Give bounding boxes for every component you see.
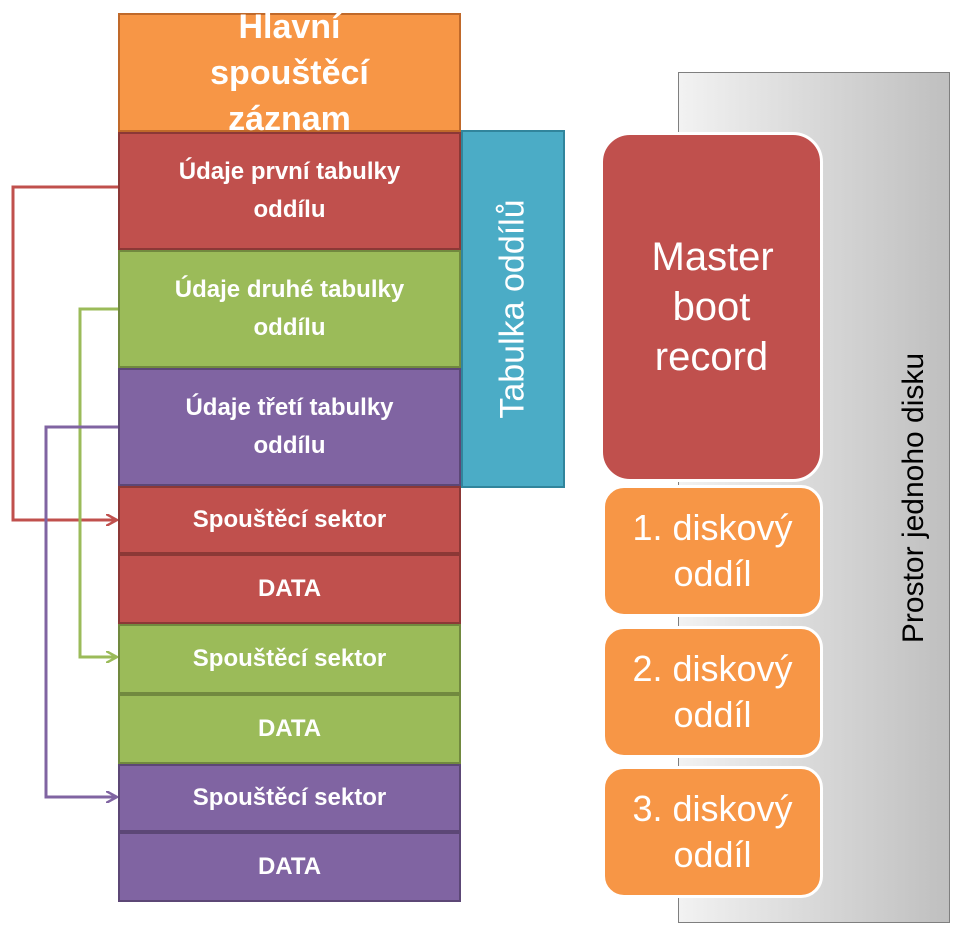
partition-1-text: 1. diskový oddíl [632,507,793,594]
data-block-1: DATA [118,554,461,624]
partition-entry-3: Údaje třetí tabulky oddílu [118,368,461,486]
partition-2-box: 2. diskový oddíl [602,626,823,758]
partition-entry-2-text: Údaje druhé tabulky oddílu [174,276,405,341]
arrow-entry3-to-boot3 [44,425,118,797]
partition-table-block: Tabulka oddílů [461,130,565,488]
arrow-entry1-to-boot1 [11,185,118,520]
data-block-1-text: DATA [257,575,322,602]
partition-entry-2: Údaje druhé tabulky oddílu [118,250,461,368]
mbr-title-block: Hlavní spouštěcí záznam [118,8,461,138]
data-block-3: DATA [118,832,461,902]
partition-entry-1-text: Údaje první tabulky oddílu [178,158,401,223]
partition-entry-3-text: Údaje třetí tabulky oddílu [185,394,394,459]
data-block-2: DATA [118,694,461,764]
partition-3-box: 3. diskový oddíl [602,766,823,898]
boot-sector-3-text: Spouštěcí sektor [192,784,387,811]
mbr-box-text: Master boot record [651,235,774,379]
mbr-title-text: Hlavní spouštěcí záznam [210,7,369,138]
boot-sector-2-text: Spouštěcí sektor [192,645,387,672]
mbr-box: Master boot record [600,132,823,482]
boot-sector-1: Spouštěcí sektor [118,486,461,554]
arrow-entry2-to-boot2 [78,307,118,657]
partition-entry-1: Údaje první tabulky oddílu [118,132,461,250]
data-block-2-text: DATA [257,715,322,742]
data-block-3-text: DATA [257,853,322,880]
boot-sector-1-text: Spouštěcí sektor [192,506,387,533]
disk-space-label: Prostor jednoho disku [897,352,930,643]
boot-sector-3: Spouštěcí sektor [118,764,461,832]
partition-2-text: 2. diskový oddíl [632,648,793,735]
boot-sector-2: Spouštěcí sektor [118,624,461,694]
partition-1-box: 1. diskový oddíl [602,485,823,617]
partition-3-text: 3. diskový oddíl [632,788,793,875]
